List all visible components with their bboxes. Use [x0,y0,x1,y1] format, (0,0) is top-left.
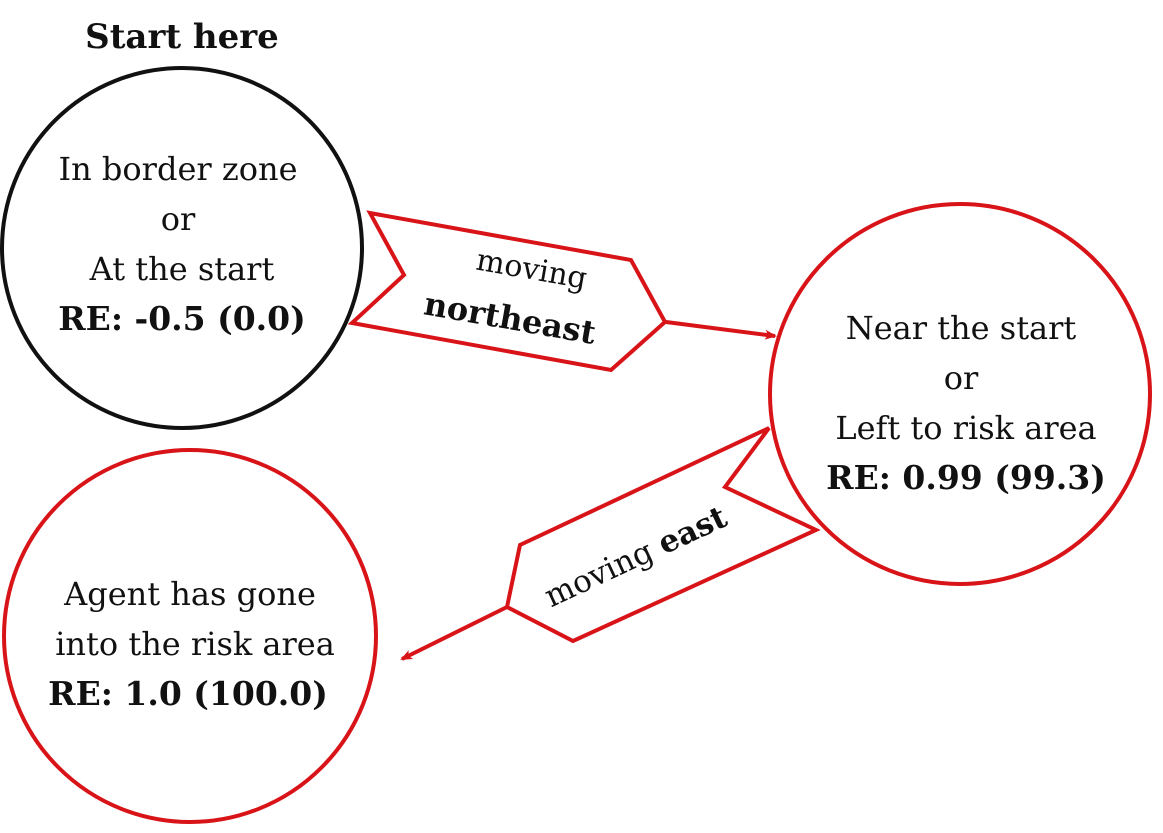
edge-northeast-arrow [665,320,777,340]
risk-node-re: RE: 1.0 (100.0) [48,674,328,713]
start-node-line3: At the start [89,250,275,288]
node-start: In border zone or At the start RE: -0.5 … [0,66,364,430]
edge-moving-northeast: moving northeast [347,210,777,373]
start-node-circle [0,66,364,430]
risk-node-circle [2,448,378,824]
near-node-re: RE: 0.99 (99.3) [826,458,1106,497]
risk-node-line1: Agent has gone [63,575,316,613]
risk-node-line2: into the risk area [55,625,335,663]
edge-east-tag [504,426,821,644]
edge-moving-east: moving east [400,426,821,661]
edge-east-arrow [400,605,508,661]
near-node-line1: Near the start [846,309,1077,347]
near-node-line3: Left to risk area [835,409,1096,447]
near-node-circle [768,202,1152,586]
node-risk-area: Agent has gone into the risk area RE: 1.… [2,448,378,824]
start-node-re: RE: -0.5 (0.0) [58,299,305,338]
start-node-line1: In border zone [58,150,297,188]
start-node-line2: or [161,200,196,238]
edge-northeast-tag [347,210,668,373]
near-node-line2: or [944,359,979,397]
start-here-label: Start here [85,17,279,57]
node-near-start: Near the start or Left to risk area RE: … [768,202,1152,586]
